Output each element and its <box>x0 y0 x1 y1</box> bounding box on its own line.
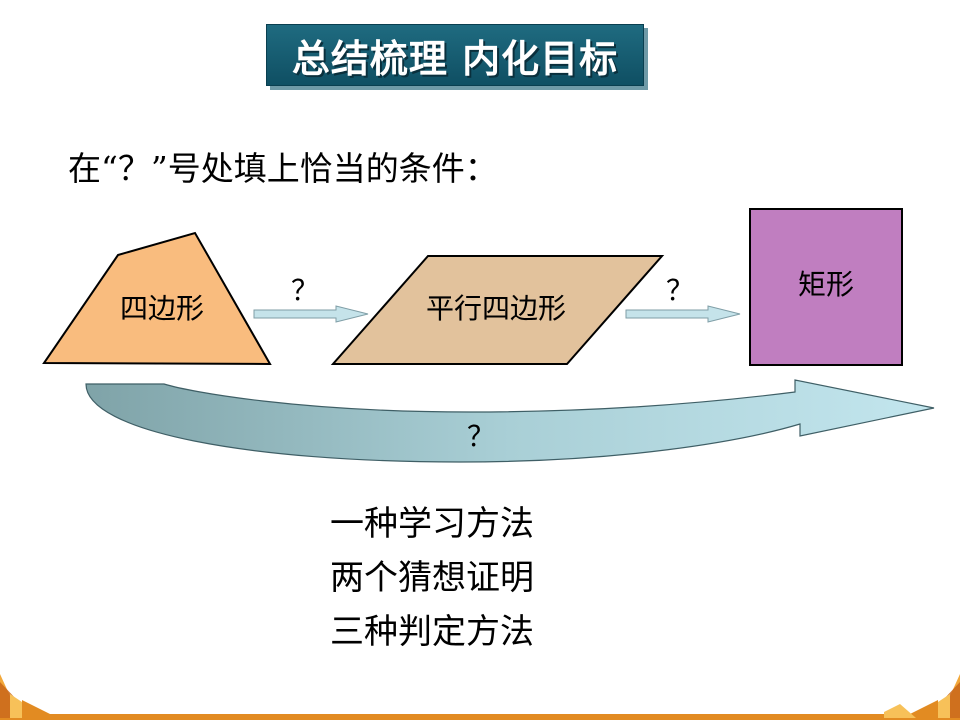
page-title: 总结梳理 内化目标 <box>291 36 619 81</box>
title-banner: 总结梳理 内化目标 <box>266 24 644 86</box>
footer-decoration <box>0 674 960 720</box>
rectangle-shape <box>749 208 903 366</box>
summary-item-3: 三种判定方法 <box>330 612 534 652</box>
arrow-question-mark-2: ？ <box>666 274 694 307</box>
summary-item-2: 两个猜想证明 <box>330 558 534 598</box>
arrow-quad-to-parallelogram <box>253 305 369 323</box>
rectangle-label: 矩形 <box>798 268 854 301</box>
summary-item-1: 一种学习方法 <box>330 504 534 544</box>
parallelogram-shape <box>330 255 665 365</box>
parallelogram-label: 平行四边形 <box>426 292 566 325</box>
quadrilateral-label: 四边形 <box>120 292 204 325</box>
quadrilateral-shape <box>42 231 272 366</box>
instruction-text: 在“？”号处填上恰当的条件： <box>68 149 498 188</box>
arrow-question-mark-1: ？ <box>291 274 319 307</box>
curved-arrow-quad-to-rectangle <box>85 379 935 463</box>
arrow-parallelogram-to-rectangle <box>625 305 741 323</box>
arrow-question-mark-3: ？ <box>467 420 495 453</box>
summary-list: 一种学习方法 两个猜想证明 三种判定方法 <box>330 497 534 659</box>
